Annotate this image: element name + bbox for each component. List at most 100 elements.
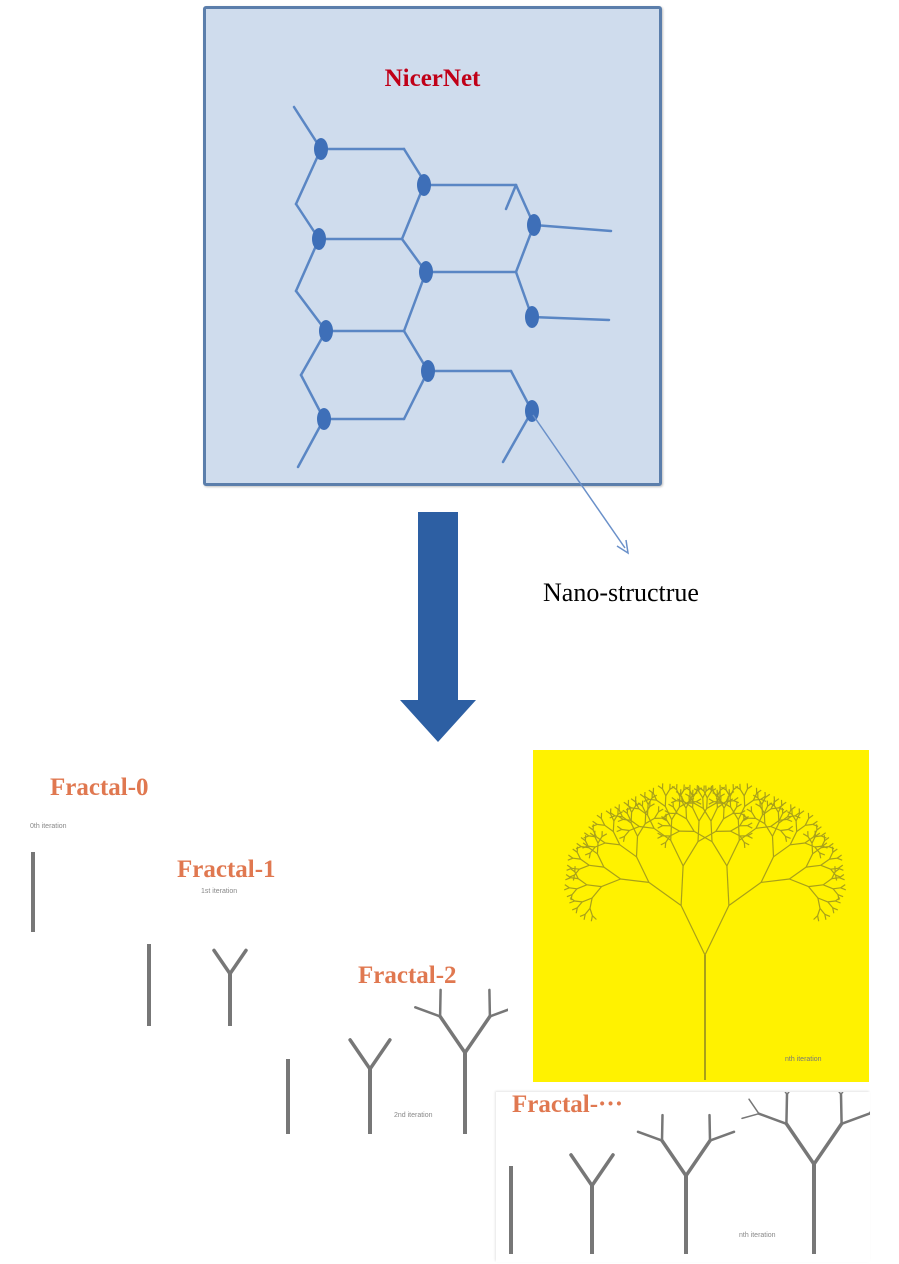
- tree-branch: [780, 830, 786, 837]
- tree-branch: [581, 897, 593, 903]
- network-node-icon: [419, 261, 433, 283]
- tree-branch: [837, 864, 844, 869]
- tree-branch: [638, 808, 648, 816]
- tree-branch: [697, 821, 700, 842]
- tree-branch: [802, 833, 809, 838]
- fractal-trunk: [509, 1166, 513, 1254]
- nano-pointer-line: [532, 414, 629, 555]
- fractal-branch: [488, 988, 492, 1018]
- tree-branch: [829, 857, 838, 860]
- tree-branch: [612, 820, 615, 832]
- tree-branch: [583, 914, 586, 920]
- tree-branch: [726, 840, 740, 867]
- fractal-branch: [757, 1112, 788, 1126]
- tree-branch: [782, 809, 788, 814]
- tree-branch: [836, 854, 842, 859]
- tree-branch: [836, 857, 843, 861]
- tree-branch: [631, 807, 639, 810]
- fractal-branch: [839, 1093, 843, 1126]
- tree-branch: [834, 868, 841, 873]
- tree-branch: [664, 812, 670, 817]
- tree-branch: [573, 868, 580, 876]
- nicernet-panel: NicerNet: [203, 6, 662, 486]
- tree-branch: [771, 807, 779, 810]
- tree-branch: [822, 884, 834, 890]
- tree-branch: [821, 846, 829, 849]
- tree-branch: [698, 808, 708, 822]
- tree-branch: [744, 841, 750, 846]
- tree-branch: [739, 788, 745, 797]
- fractal-branch: [636, 1130, 664, 1142]
- tree-branch: [657, 832, 663, 837]
- fractal-tree-image: nth iteration: [533, 750, 869, 1082]
- tree-branch: [626, 804, 632, 809]
- tree-branch: [639, 825, 655, 829]
- tree-branch: [660, 841, 666, 846]
- tree-branch: [747, 785, 753, 790]
- tree-branch: [641, 805, 647, 814]
- tree-branch: [572, 874, 575, 881]
- fractal-2-title: Fractal-2: [358, 962, 457, 989]
- tree-branch: [689, 796, 695, 804]
- tree-branch: [702, 797, 704, 809]
- fractal-branch: [838, 1092, 842, 1096]
- tree-branch: [819, 852, 822, 859]
- tree-branch: [787, 828, 794, 833]
- fractal-branch: [785, 1093, 789, 1126]
- tree-branch: [576, 901, 583, 909]
- fractal-branch: [488, 1008, 508, 1018]
- tree-branch: [763, 805, 769, 814]
- tree-branch: [726, 865, 730, 906]
- tree-branch: [619, 835, 625, 839]
- tree-branch: [702, 808, 712, 822]
- tree-branch: [828, 842, 834, 848]
- tree-branch: [635, 836, 639, 857]
- fractal-branch: [784, 1122, 816, 1166]
- tree-branch: [647, 797, 653, 805]
- tree-branch: [706, 802, 717, 810]
- tree-branch: [596, 836, 606, 844]
- tree-branch: [742, 817, 749, 822]
- tree-branch: [819, 852, 826, 856]
- tree-branch: [622, 818, 631, 821]
- tree-branch: [717, 801, 727, 809]
- tree-branch: [708, 801, 714, 805]
- tree-branch: [781, 801, 787, 806]
- tree-branch: [685, 801, 690, 809]
- tree-branch: [589, 908, 593, 916]
- tree-branch: [725, 794, 730, 802]
- tree-branch: [785, 835, 791, 839]
- fractal-0-title: Fractal-0: [50, 774, 149, 801]
- tree-branch: [807, 836, 813, 844]
- tree-branch: [596, 814, 602, 819]
- tree-branch: [582, 845, 588, 849]
- tree-branch: [710, 788, 717, 792]
- tree-branch: [827, 900, 836, 903]
- tree-branch: [695, 798, 702, 803]
- tree-branch: [813, 915, 819, 920]
- tree-branch: [763, 812, 766, 824]
- tree-branch: [576, 884, 588, 890]
- tree-branch: [743, 795, 746, 807]
- tree-branch: [657, 822, 663, 827]
- tree-branch: [736, 803, 742, 808]
- tree-branch: [575, 846, 582, 850]
- tree-branch: [622, 809, 628, 814]
- tree-branch: [589, 846, 596, 854]
- tree-branch: [661, 788, 667, 797]
- tree-branch: [840, 884, 846, 889]
- tree-branch: [780, 828, 789, 832]
- tree-branch: [710, 821, 713, 842]
- fractal-2-note: 2nd iteration: [394, 1112, 433, 1119]
- tree-branch: [817, 897, 829, 903]
- tree-branch: [707, 787, 714, 792]
- tree-branch: [777, 805, 783, 813]
- tree-branch: [601, 878, 621, 888]
- tree-branch: [747, 822, 753, 827]
- tree-branch: [657, 835, 663, 839]
- tree-branch: [571, 888, 578, 896]
- tree-branch: [626, 813, 632, 821]
- tree-branch: [675, 791, 681, 796]
- tree-branch: [744, 799, 754, 807]
- tree-branch: [698, 791, 704, 799]
